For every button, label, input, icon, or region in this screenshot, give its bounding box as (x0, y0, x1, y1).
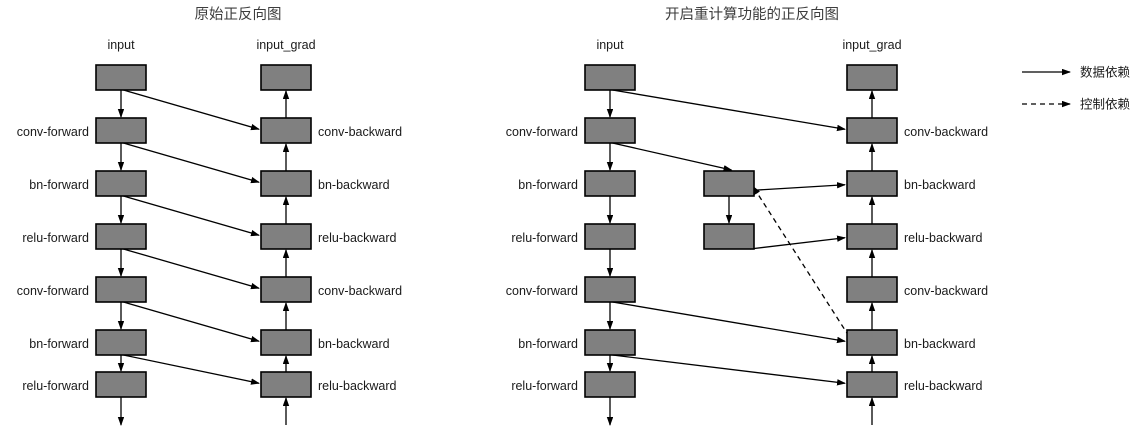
backward-node-box[interactable] (260, 329, 312, 356)
forward-node-label: conv-forward (17, 284, 89, 298)
forward-node-box[interactable] (584, 170, 636, 197)
recompute-node-box[interactable] (703, 170, 755, 197)
forward-node-label: bn-forward (518, 178, 578, 192)
backward-node-label: relu-backward (318, 379, 397, 393)
forward-node-label: relu-forward (22, 231, 89, 245)
backward-node-box[interactable] (846, 329, 898, 356)
data-dependency-arrow (749, 235, 846, 250)
backward-node-label: bn-backward (318, 337, 390, 351)
column-header-input_grad-original: input_grad (256, 38, 315, 52)
forward-node-box[interactable] (584, 371, 636, 398)
forward-node-box[interactable] (95, 276, 147, 303)
data-dependency-arrow (123, 248, 260, 290)
column-header-input-original: input (107, 38, 135, 52)
forward-node-box[interactable] (584, 223, 636, 250)
backward-node-box[interactable] (846, 117, 898, 144)
backward-node-box[interactable] (260, 170, 312, 197)
forward-node-box[interactable] (584, 64, 636, 91)
forward-node-box[interactable] (95, 223, 147, 250)
forward-node-label: conv-forward (506, 125, 578, 139)
data-dependency-arrow (612, 301, 846, 344)
forward-node-box[interactable] (95, 170, 147, 197)
data-dependency-arrow (612, 142, 733, 172)
backward-node-box[interactable] (846, 170, 898, 197)
forward-node-label: bn-forward (518, 337, 578, 351)
backward-node-box[interactable] (260, 276, 312, 303)
backward-node-label: bn-backward (318, 178, 390, 192)
legend-label-1: 控制依赖 (1080, 97, 1131, 112)
backward-node-label: conv-backward (904, 284, 988, 298)
forward-node-box[interactable] (584, 117, 636, 144)
backward-node-label: bn-backward (904, 178, 976, 192)
forward-node-box[interactable] (95, 371, 147, 398)
data-dependency-arrow (612, 354, 846, 386)
edges-layer (117, 89, 876, 426)
column-header-input-recompute: input (596, 38, 624, 52)
backward-node-label: relu-backward (904, 231, 983, 245)
data-dependency-arrow (123, 301, 260, 343)
backward-node-box[interactable] (846, 64, 898, 91)
forward-node-label: bn-forward (29, 337, 89, 351)
data-dependency-arrow (123, 195, 260, 237)
data-dependency-arrow (123, 354, 260, 385)
backward-node-label: bn-backward (904, 337, 976, 351)
recompute-node-box[interactable] (703, 223, 755, 250)
backward-node-box[interactable] (260, 223, 312, 250)
control-dependency-arrow (752, 185, 850, 337)
data-dependency-arrow (749, 182, 846, 192)
backward-node-box[interactable] (260, 371, 312, 398)
forward-node-label: relu-forward (511, 231, 578, 245)
forward-node-box[interactable] (584, 276, 636, 303)
diagram-title-recompute: 开启重计算功能的正反向图 (665, 6, 839, 23)
labels-layer: 原始正反向图 input input_grad conv-forward bn-forw… (17, 6, 988, 393)
legend-label-0: 数据依赖 (1080, 65, 1131, 80)
diagram-title-original: 原始正反向图 (195, 6, 282, 23)
data-dependency-arrow (123, 142, 260, 184)
forward-node-box[interactable] (584, 329, 636, 356)
backward-node-box[interactable] (260, 117, 312, 144)
forward-node-label: conv-forward (506, 284, 578, 298)
forward-node-box[interactable] (95, 64, 147, 91)
forward-node-label: relu-forward (511, 379, 578, 393)
backward-node-box[interactable] (846, 371, 898, 398)
forward-node-label: conv-forward (17, 125, 89, 139)
data-dependency-arrow (123, 89, 260, 131)
backward-node-label: relu-backward (318, 231, 397, 245)
data-dependency-arrow (612, 89, 846, 132)
backward-node-label: conv-backward (318, 284, 402, 298)
forward-node-label: relu-forward (22, 379, 89, 393)
column-header-input_grad-recompute: input_grad (842, 38, 901, 52)
backward-node-label: relu-backward (904, 379, 983, 393)
forward-node-box[interactable] (95, 117, 147, 144)
backward-node-box[interactable] (260, 64, 312, 91)
backward-node-label: conv-backward (318, 125, 402, 139)
backward-node-label: conv-backward (904, 125, 988, 139)
forward-node-box[interactable] (95, 329, 147, 356)
backward-node-box[interactable] (846, 276, 898, 303)
backward-node-box[interactable] (846, 223, 898, 250)
forward-node-label: bn-forward (29, 178, 89, 192)
nodes-layer (95, 64, 898, 398)
